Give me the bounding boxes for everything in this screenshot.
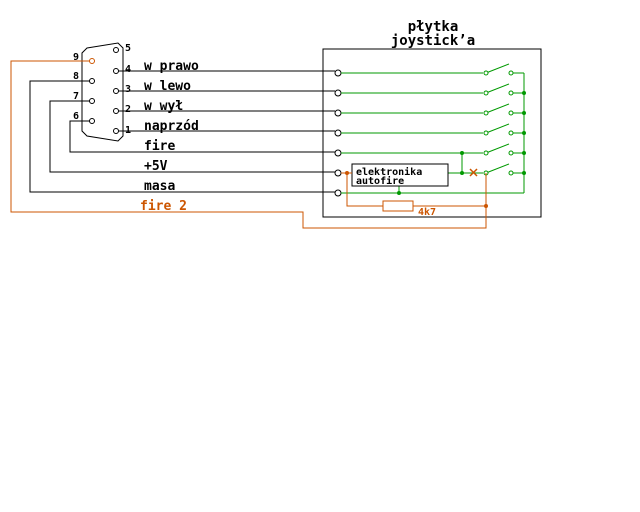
pin-2-contact bbox=[113, 108, 119, 114]
pin-5-contact bbox=[113, 47, 119, 53]
label-left: w lewo bbox=[144, 79, 191, 94]
resistor-label: 4k7 bbox=[418, 207, 436, 218]
pin-9-label: 9 bbox=[73, 52, 79, 63]
terminal-vcc bbox=[334, 169, 342, 177]
terminal-left bbox=[334, 89, 342, 97]
switch-fire2 bbox=[483, 163, 524, 176]
wire-gnd bbox=[29, 80, 335, 193]
label-up: naprzód bbox=[144, 119, 199, 134]
label-fire: fire bbox=[144, 139, 175, 154]
terminal-gnd bbox=[334, 189, 342, 197]
pin-3-contact bbox=[113, 88, 119, 94]
label-gnd: masa bbox=[144, 179, 175, 194]
pin-7-contact bbox=[89, 98, 95, 104]
label-right: w prawo bbox=[144, 59, 199, 74]
switch-up bbox=[483, 123, 524, 136]
board-terminals bbox=[334, 69, 342, 197]
switch-left bbox=[483, 83, 524, 96]
pin-6-label: 6 bbox=[73, 111, 79, 122]
board-title-line1: płytka bbox=[408, 19, 459, 35]
autofire-module-line2: autofire bbox=[356, 175, 404, 187]
terminal-down bbox=[334, 109, 342, 117]
signal-wires bbox=[29, 70, 335, 193]
board-title-line2: joystick’a bbox=[391, 33, 475, 49]
autofire-module-line1: elektronika bbox=[356, 166, 422, 178]
wire-fire2 bbox=[10, 60, 487, 229]
terminal-up bbox=[334, 129, 342, 137]
terminal-right bbox=[334, 69, 342, 77]
joystick-board-outline bbox=[322, 48, 542, 218]
pin-5-label: 5 bbox=[125, 43, 131, 54]
label-vcc: +5V bbox=[144, 159, 168, 174]
label-down: w wył bbox=[144, 99, 183, 114]
autofire-module bbox=[351, 163, 449, 187]
label-fire2: fire 2 bbox=[140, 199, 187, 214]
pin-8-contact bbox=[89, 78, 95, 84]
pin-3-label: 3 bbox=[125, 84, 131, 95]
wire-vcc bbox=[49, 100, 335, 173]
switch-right bbox=[483, 63, 524, 76]
resistor-4k7 bbox=[382, 200, 414, 212]
pin-6-contact bbox=[89, 118, 95, 124]
wire-fire bbox=[69, 120, 335, 153]
terminal-fire bbox=[334, 149, 342, 157]
orange-junction-dots bbox=[345, 171, 488, 208]
autofire-circuit bbox=[341, 172, 487, 207]
db9-connector: 9 8 7 6 5 4 3 2 1 bbox=[73, 42, 131, 142]
junction-dots bbox=[397, 91, 526, 195]
pin-4-contact bbox=[113, 68, 119, 74]
pin-9-contact bbox=[89, 58, 95, 64]
pin-4-label: 4 bbox=[125, 64, 131, 75]
pin-1-contact bbox=[113, 128, 119, 134]
pin-2-label: 2 bbox=[125, 104, 131, 115]
pin-8-label: 8 bbox=[73, 71, 79, 82]
switch-down bbox=[483, 103, 524, 116]
pin-7-label: 7 bbox=[73, 91, 79, 102]
switch-fire bbox=[483, 143, 524, 156]
trace-cut-mark bbox=[469, 168, 478, 177]
